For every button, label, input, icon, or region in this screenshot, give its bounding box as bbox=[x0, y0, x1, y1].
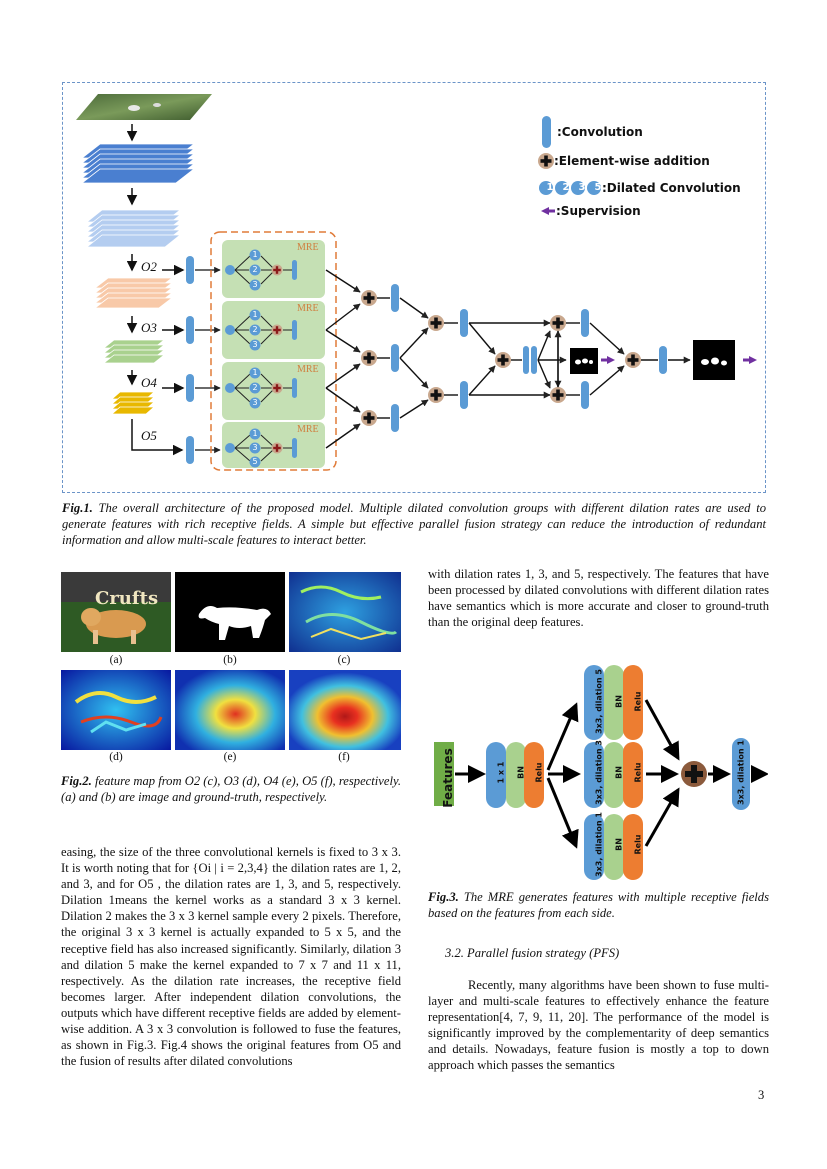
mre2-branch-2: 2 bbox=[252, 325, 258, 334]
supervision-arrow-2 bbox=[743, 356, 757, 364]
output-conv bbox=[732, 738, 750, 810]
fig3-add bbox=[681, 761, 707, 787]
panel-c-heatmap bbox=[289, 572, 401, 652]
fig3-branch-mid-conv: 3x3, dilation 3 bbox=[594, 740, 604, 805]
figure-3-caption-text: The MRE generates features with multiple… bbox=[428, 890, 769, 921]
figure-2-caption: Fig.2. feature map from O2 (c), O3 (d), … bbox=[61, 773, 401, 805]
feature-stack-2 bbox=[85, 209, 182, 248]
fig3-features-label: Features bbox=[441, 748, 455, 808]
feature-stack-1 bbox=[80, 143, 196, 184]
feature-stack-4 bbox=[102, 339, 166, 364]
figure-1-diagram bbox=[76, 94, 757, 471]
mre-label-1: MRE bbox=[297, 242, 319, 253]
mre-container bbox=[210, 231, 337, 471]
figure-3-caption-label: Fig.3. bbox=[428, 890, 459, 904]
figure-1-frame bbox=[62, 82, 766, 493]
mid-prediction bbox=[570, 348, 598, 374]
panel-label-d: (d) bbox=[109, 751, 123, 763]
layer-label-o3: O3 bbox=[141, 320, 157, 335]
fig3-branch-bot-relu: Relu bbox=[633, 834, 643, 855]
panel-label-a: (a) bbox=[109, 654, 123, 666]
page-number: 3 bbox=[758, 1088, 765, 1102]
panel-e-heatmap bbox=[175, 670, 285, 750]
mre1-branch-2: 2 bbox=[252, 265, 258, 274]
mre1-branch-1: 1 bbox=[252, 250, 258, 259]
mre-inner bbox=[225, 249, 297, 468]
mre1-branch-3: 3 bbox=[252, 280, 258, 289]
mre4-branch-1: 1 bbox=[252, 429, 258, 438]
layer-label-o4: O4 bbox=[141, 375, 157, 390]
panel-b-groundtruth bbox=[175, 572, 285, 652]
right-column-paragraph: Recently, many algorithms have been show… bbox=[428, 978, 769, 1073]
legend-icons bbox=[538, 116, 601, 215]
layer-label-o2: O2 bbox=[141, 259, 157, 274]
mre4-branch-3: 5 bbox=[252, 457, 258, 466]
legend-supervision: :Supervision bbox=[556, 204, 641, 218]
right-column-top-paragraph: with dilation rates 1, 3, and 5, respect… bbox=[428, 567, 769, 630]
fig3-branch-mid-relu: Relu bbox=[633, 762, 643, 783]
stem-bn bbox=[506, 742, 526, 808]
legend-dilated: :Dilated Convolution bbox=[602, 181, 741, 195]
branch-middle bbox=[584, 742, 643, 808]
features-block bbox=[434, 742, 454, 806]
figure-3-diagram bbox=[434, 665, 768, 880]
stem-conv bbox=[486, 742, 506, 808]
panel-a-image bbox=[61, 572, 171, 652]
side-conv-bars bbox=[186, 256, 194, 464]
fig3-branch-bot-bn: BN bbox=[614, 838, 624, 851]
figure-2-caption-label: Fig.2. bbox=[61, 774, 92, 788]
mre-label-4: MRE bbox=[297, 424, 319, 435]
legend-addition: :Element-wise addition bbox=[554, 154, 710, 168]
left-column-paragraph: easing, the size of the three convolutio… bbox=[61, 845, 401, 1069]
legend-convolution: :Convolution bbox=[557, 125, 643, 139]
section-heading: 3.2. Parallel fusion strategy (PFS) bbox=[445, 946, 620, 960]
mre2-branch-1: 1 bbox=[252, 310, 258, 319]
fig3-branch-mid-bn: BN bbox=[614, 766, 624, 779]
figure-1-caption-label: Fig.1. bbox=[62, 501, 93, 515]
mre-label-3: MRE bbox=[297, 364, 319, 375]
fig3-branch-top-conv: 3x3, dilation 5 bbox=[594, 669, 604, 734]
final-prediction bbox=[693, 340, 735, 380]
mre3-branch-2: 2 bbox=[252, 383, 258, 392]
crufts-sign: Crufts bbox=[95, 588, 159, 609]
fig3-branch-top-bn: BN bbox=[614, 695, 624, 708]
legend-num-5: 5 bbox=[594, 182, 602, 193]
branch-bottom bbox=[584, 814, 643, 880]
legend-num-3: 3 bbox=[578, 182, 586, 193]
mre-label-2: MRE bbox=[297, 303, 319, 314]
fig3-stem-conv-label: 1 x 1 bbox=[496, 761, 506, 784]
fig3-stem-relu-label: Relu bbox=[534, 762, 544, 783]
mre3-branch-3: 3 bbox=[252, 398, 258, 407]
mre2-branch-3: 3 bbox=[252, 340, 258, 349]
figure-2-panels bbox=[61, 572, 401, 750]
fig3-branch-top-relu: Relu bbox=[633, 691, 643, 712]
mre3-branch-1: 1 bbox=[252, 368, 258, 377]
stem-relu bbox=[524, 742, 544, 808]
fig3-branch-bot-conv: 3x3, dilation 1 bbox=[594, 812, 604, 877]
supervision-arrow-1 bbox=[601, 356, 615, 364]
figure-1-caption: Fig.1. The overall architecture of the p… bbox=[62, 500, 766, 549]
panel-label-c: (c) bbox=[337, 654, 351, 666]
fig3-output-label: 3x3, dilation 1 bbox=[736, 740, 746, 805]
layer-label-o5: O5 bbox=[141, 428, 157, 443]
figure-2-caption-text: feature map from O2 (c), O3 (d), O4 (e),… bbox=[61, 774, 401, 805]
mre4-branch-2: 3 bbox=[252, 443, 258, 452]
panel-label-e: (e) bbox=[223, 751, 237, 763]
figure-3-caption: Fig.3. The MRE generates features with m… bbox=[428, 889, 769, 921]
panel-d-heatmap bbox=[61, 670, 171, 750]
panel-f-heatmap bbox=[289, 670, 401, 750]
legend-num-1: 1 bbox=[546, 182, 554, 193]
panel-label-b: (b) bbox=[223, 654, 237, 666]
legend-num-2: 2 bbox=[562, 182, 570, 193]
figure-1-caption-text: The overall architecture of the proposed… bbox=[62, 501, 766, 548]
branch-top bbox=[584, 665, 643, 740]
fig3-stem-bn-label: BN bbox=[516, 766, 526, 779]
feature-stack-3 bbox=[93, 277, 174, 309]
feature-stack-5 bbox=[110, 391, 156, 415]
panel-label-f: (f) bbox=[338, 751, 350, 763]
input-image bbox=[76, 94, 212, 120]
